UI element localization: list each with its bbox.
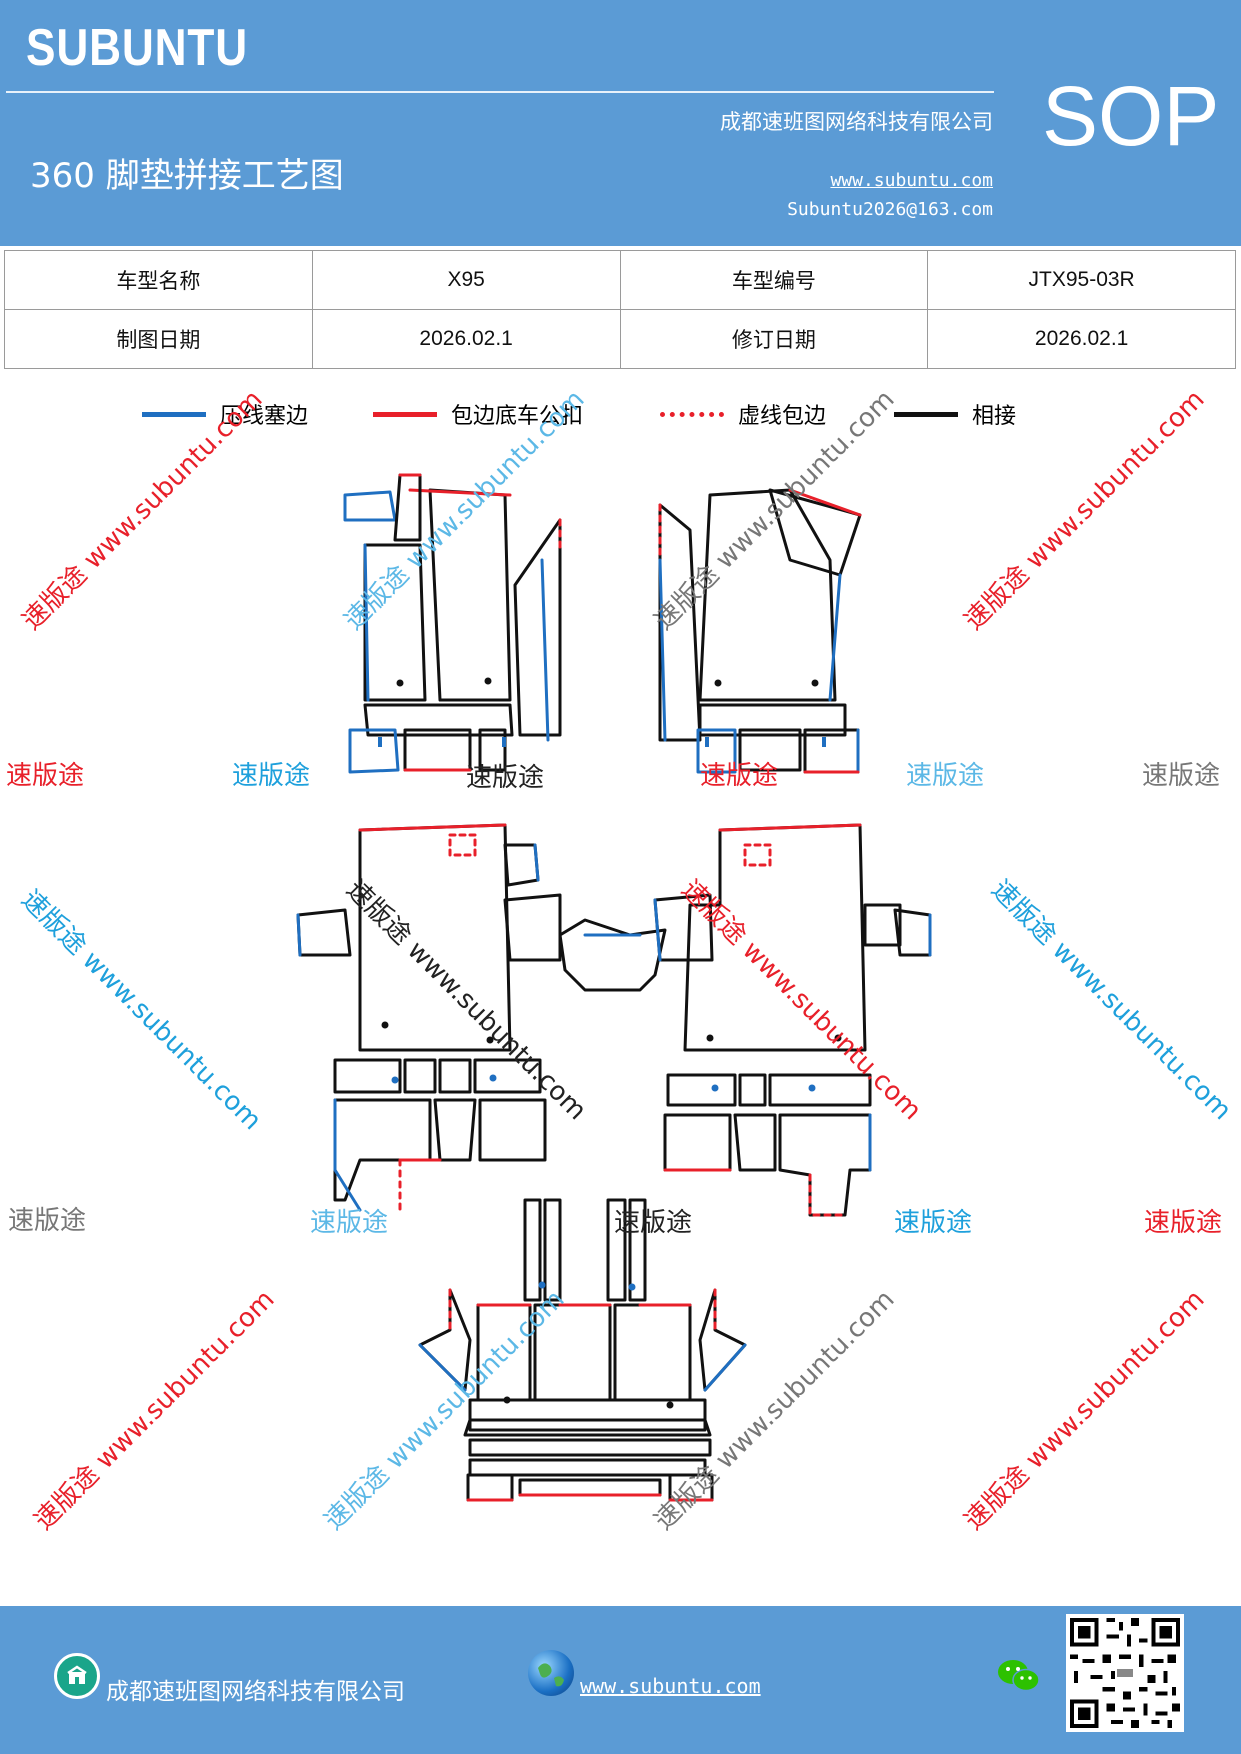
- watermark-brand: 速版途: [906, 761, 985, 791]
- wechat-icon[interactable]: [996, 1656, 1042, 1696]
- watermark-brand: 速版途: [8, 1206, 87, 1236]
- model-code-value: JTX95-03R: [927, 250, 1236, 310]
- legend-item-red: 包边底车公扣: [373, 398, 583, 430]
- model-name-value: X95: [311, 250, 621, 310]
- mat-third-row: [418, 1198, 747, 1502]
- qr-code: [1066, 1614, 1184, 1732]
- footer-banner: 成都速班图网络科技有限公司 www.subuntu.com: [0, 1606, 1241, 1754]
- watermark-brand: 速版途: [6, 761, 85, 791]
- legend-label: 压线塞边: [220, 404, 309, 429]
- watermark-brand: 速版途: [700, 761, 779, 791]
- mat-front-right: [658, 488, 862, 774]
- sop-badge: SOP: [1042, 69, 1220, 163]
- legend-label: 相接: [972, 404, 1017, 429]
- table-row: 制图日期 2026.02.1 修订日期 2026.02.1: [4, 309, 1236, 369]
- legend-item-red-dashed: 虚线包边: [660, 398, 826, 430]
- watermark-brand: 速版途: [1144, 1208, 1223, 1238]
- watermark-brand: 速版途: [232, 761, 311, 791]
- company-name: 成都速班图网络科技有限公司: [720, 110, 993, 134]
- draw-date-label: 制图日期: [4, 309, 313, 369]
- watermark-brand: 速版途: [1142, 761, 1221, 791]
- legend-swatch: [660, 411, 724, 417]
- legend: 压线塞边 包边底车公扣 虚线包边 相接: [0, 398, 1241, 438]
- email-address: Subuntu2026@163.com: [787, 199, 993, 220]
- legend-swatch: [894, 411, 958, 417]
- model-code-label: 车型编号: [619, 250, 929, 310]
- watermark-brand: 速版途: [310, 1208, 389, 1238]
- revise-date-value: 2026.02.1: [927, 309, 1236, 369]
- website-link[interactable]: www.subuntu.com: [830, 170, 993, 191]
- mat-second-row: [296, 823, 932, 1217]
- header-divider: [6, 91, 994, 93]
- legend-label: 包边底车公扣: [451, 404, 584, 429]
- watermark-brand: 速版途: [614, 1208, 693, 1238]
- globe-icon: [528, 1650, 574, 1696]
- watermark-brand: 速版途: [466, 763, 545, 793]
- legend-swatch: [142, 411, 206, 417]
- table-row: 车型名称 X95 车型编号 JTX95-03R: [4, 250, 1236, 310]
- page-title: 360 脚垫拼接工艺图: [30, 156, 344, 196]
- header-banner: SUBUNTU 成都速班图网络科技有限公司 360 脚垫拼接工艺图 www.su…: [0, 0, 1241, 246]
- legend-item-blue: 压线塞边: [142, 398, 308, 430]
- footer-website-link[interactable]: www.subuntu.com: [580, 1674, 761, 1698]
- brand-logo: SUBUNTU: [26, 19, 249, 77]
- footer-company: 成都速班图网络科技有限公司: [106, 1679, 405, 1705]
- model-name-label: 车型名称: [4, 250, 313, 310]
- revise-date-label: 修订日期: [619, 309, 929, 369]
- legend-item-black: 相接: [894, 398, 1016, 430]
- info-table: 车型名称 X95 车型编号 JTX95-03R 制图日期 2026.02.1 修…: [4, 250, 1236, 369]
- legend-swatch: [373, 411, 437, 417]
- watermark-brand: 速版途: [894, 1208, 973, 1238]
- mat-front-left: [343, 473, 562, 774]
- draw-date-value: 2026.02.1: [311, 309, 621, 369]
- building-icon: [54, 1653, 100, 1699]
- legend-label: 虚线包边: [738, 404, 827, 429]
